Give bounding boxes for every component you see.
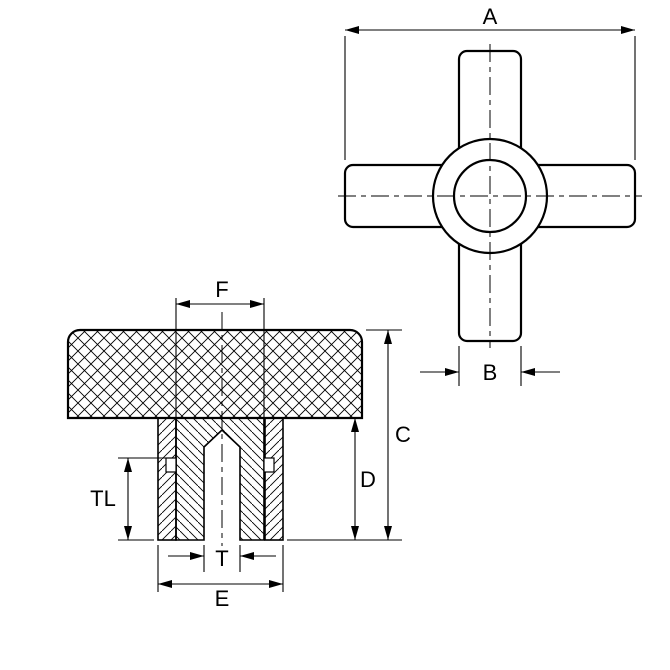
dimension-a: A [344, 4, 636, 160]
arrowhead-left [190, 552, 204, 560]
arrowhead-bottom [351, 526, 359, 540]
arrowhead-bottom [384, 526, 392, 540]
top-view: A B [338, 4, 642, 386]
arrowhead-bottom [124, 526, 132, 540]
dimension-tl: TL [90, 457, 166, 541]
dimension-label-t: T [215, 546, 228, 571]
arrowhead-right [269, 580, 283, 588]
dimension-label-d: D [360, 467, 376, 492]
arrowhead-left [158, 580, 172, 588]
insert-notch-left [165, 457, 177, 473]
arrowhead-right [240, 552, 254, 560]
arrowhead-right [250, 300, 264, 308]
dimension-label-a: A [483, 4, 498, 29]
insert-notch-right [263, 457, 275, 473]
dimension-f: F [175, 277, 265, 430]
dimension-d: D [351, 418, 376, 540]
section-view: F C D TL [66, 277, 411, 611]
knob-head-section [66, 328, 364, 420]
arrowhead-left [176, 300, 190, 308]
hub-wall-right [264, 417, 284, 541]
dimension-label-b: B [483, 360, 498, 385]
arrowhead-right [621, 26, 635, 34]
arrowhead-left [345, 26, 359, 34]
arrowhead-top [124, 458, 132, 472]
dimension-b: B [420, 346, 560, 386]
dimension-label-tl: TL [90, 486, 116, 511]
arrowhead-right [521, 368, 535, 376]
dimension-e: E [157, 545, 284, 611]
dimension-t: T [168, 545, 276, 572]
dimension-label-f: F [215, 277, 228, 302]
dimension-label-c: C [395, 422, 411, 447]
dimension-label-e: E [215, 586, 230, 611]
arrowhead-left [445, 368, 459, 376]
threaded-insert-section [175, 417, 265, 541]
dimension-c: C [287, 329, 411, 541]
arrowhead-top [351, 418, 359, 432]
hub-wall-left [157, 417, 177, 541]
arrowhead-top [384, 330, 392, 344]
